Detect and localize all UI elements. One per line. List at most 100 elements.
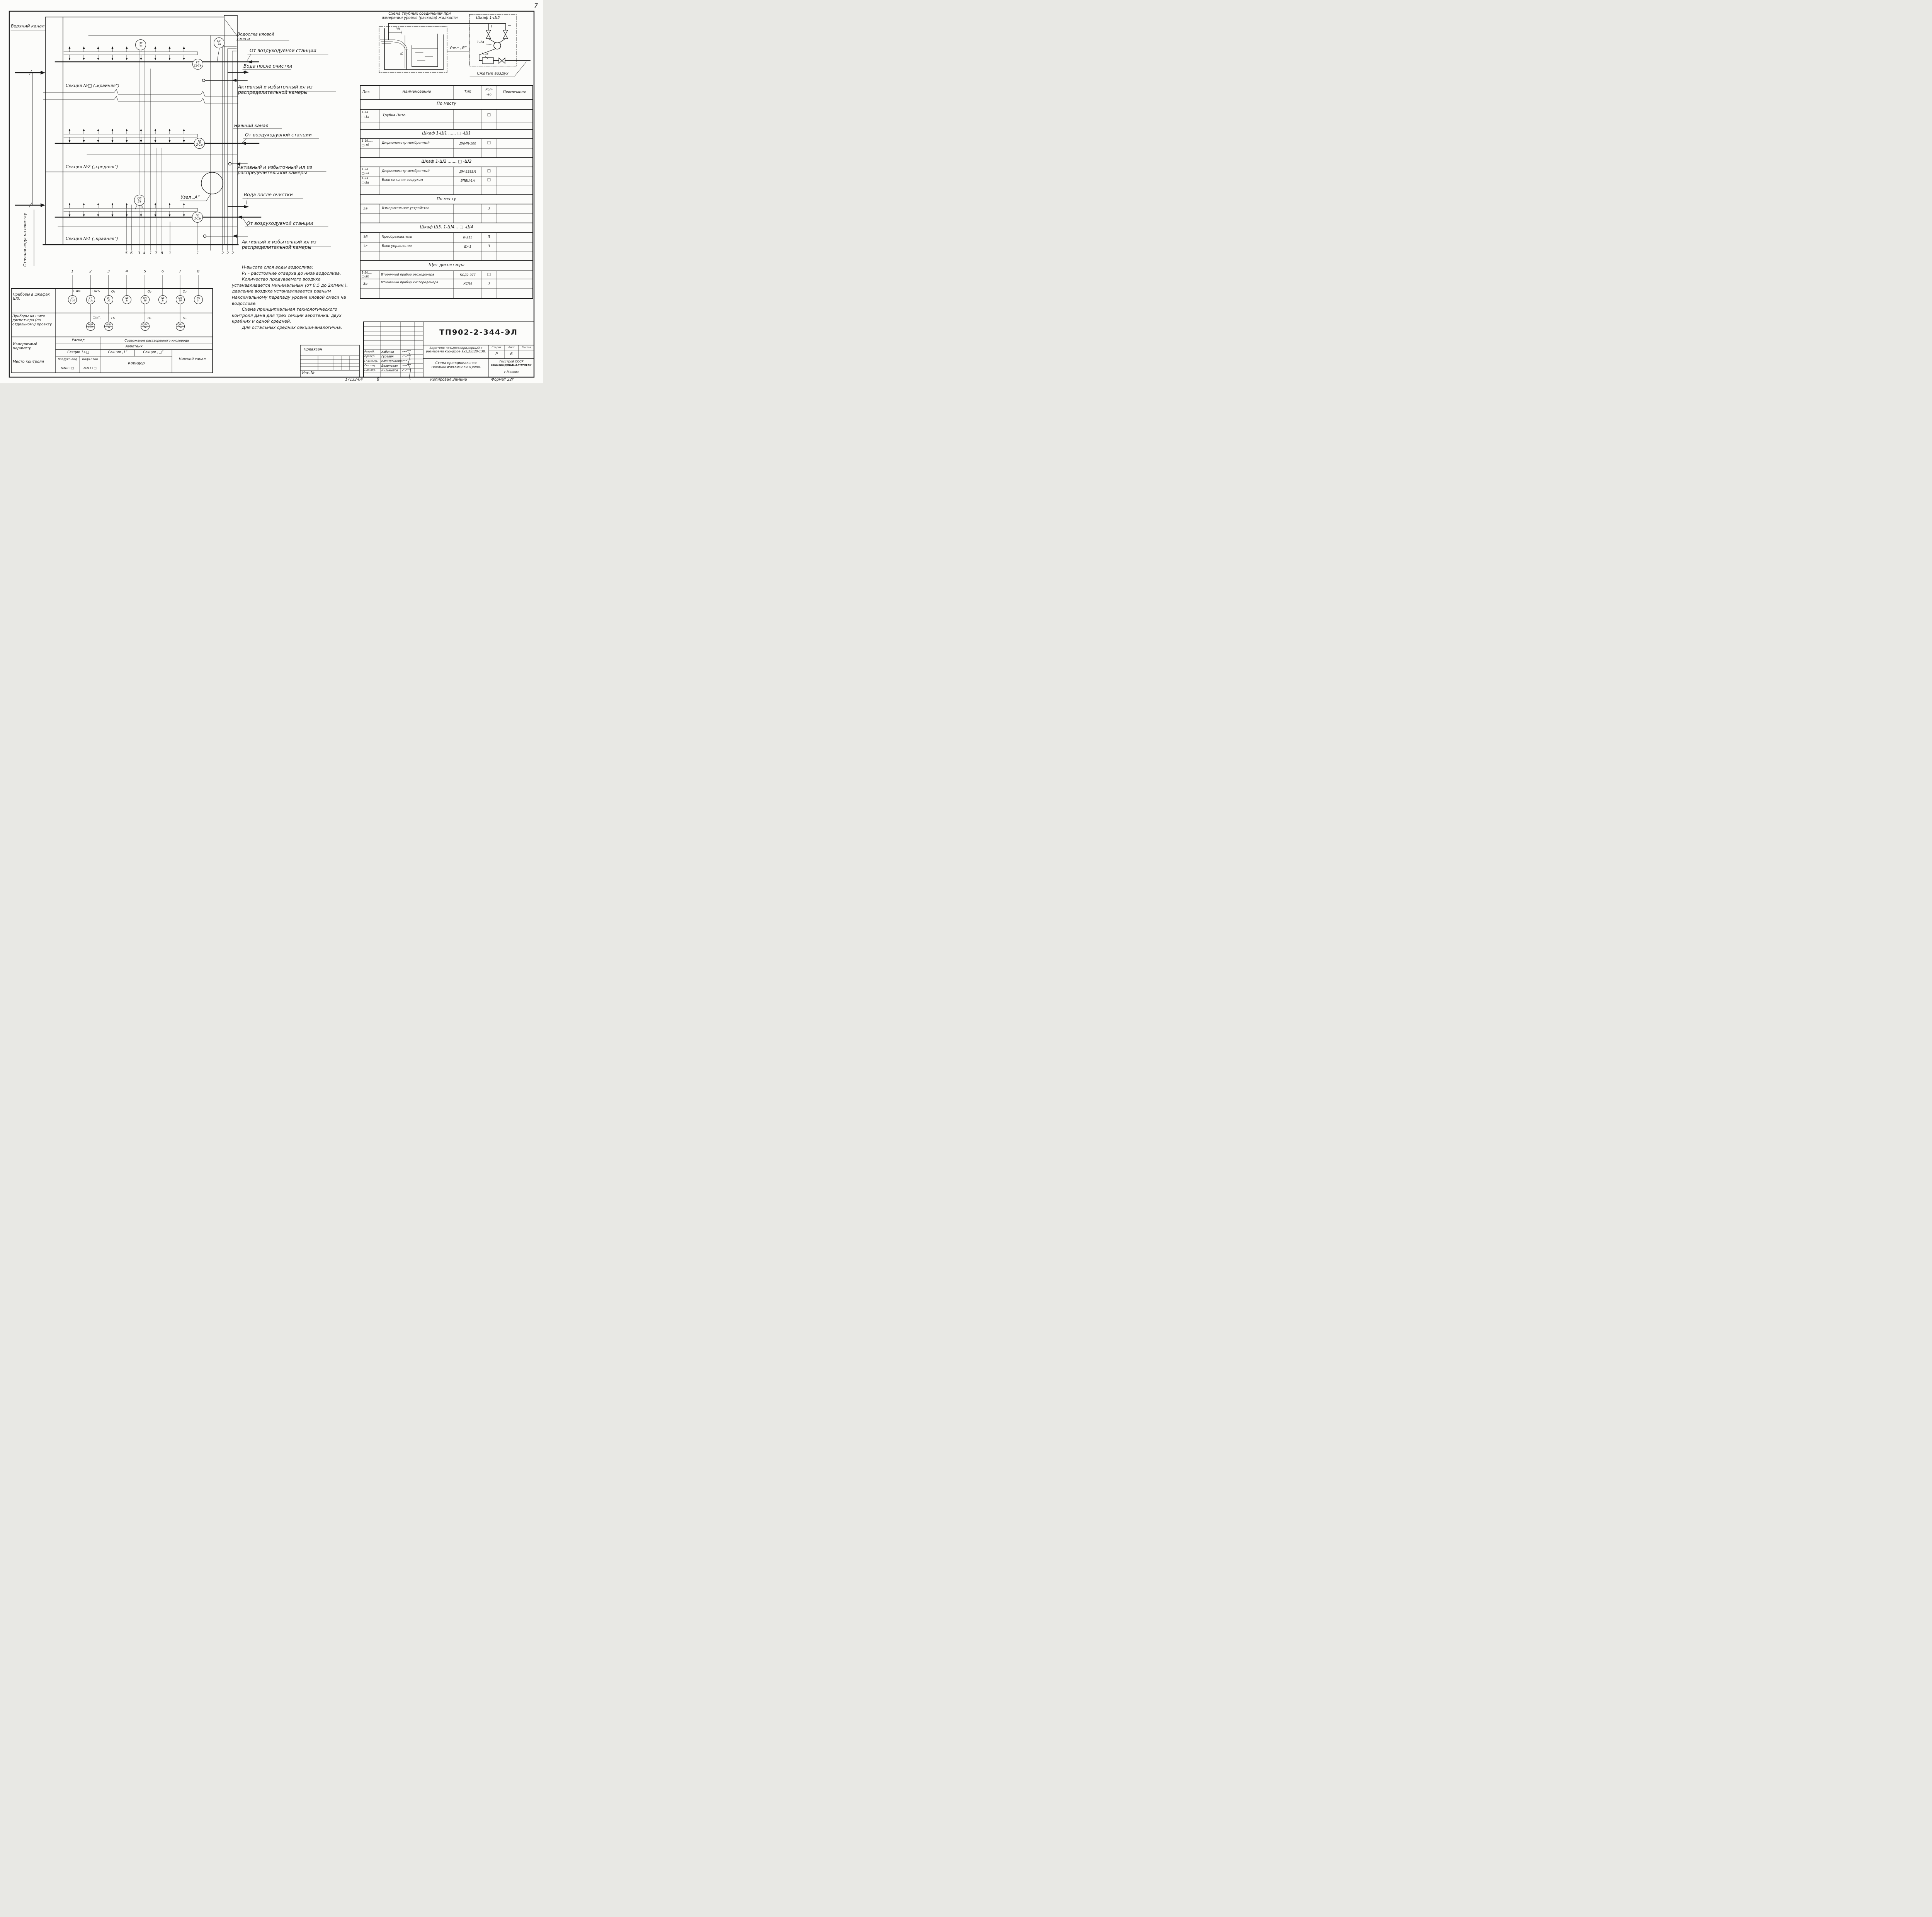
from-blower-bot-label: От воздуходувной станции: [247, 221, 313, 226]
parts-band-sh2: Шкаф 1-Ш2 ....... □ -Ш2: [421, 159, 472, 164]
sheet-subject: Схема принципиальная технологического ко…: [431, 361, 481, 369]
object-description: Аэротенк четырехкоридорный с размерами к…: [426, 346, 486, 354]
parts-name: Дифманометр мембранный: [382, 141, 430, 145]
parts-qty: □: [487, 169, 491, 173]
qty-box-label: □шт.: [92, 289, 100, 293]
sheet-value: 6: [510, 352, 513, 356]
parts-pos: 1-1а....: [362, 111, 372, 114]
parts-name: Блок питания воздухом: [382, 178, 423, 182]
section-mid-label: Секция №2 („средняя”): [66, 164, 118, 169]
sheets-header: Листов: [521, 346, 531, 349]
instrument-bubble-fe-top: FE□-1а: [192, 59, 203, 70]
aerotank-header: Аэротенк: [125, 345, 143, 349]
org-line-2: СОЮЗВОДОКАНАЛПРОЕКТ: [491, 364, 532, 367]
role-name: Беленькая: [381, 364, 398, 367]
upper-channel-label: Верхний канал: [11, 24, 45, 29]
flow-header: Расход: [72, 338, 85, 342]
signature-flourish: [408, 352, 411, 380]
intake-label: Сточная вода на очистку: [23, 213, 27, 267]
wire-number: 4: [143, 251, 146, 255]
signal-col-number: 8: [197, 269, 200, 274]
pos-1-2v-label: 1-2в: [481, 53, 488, 56]
role-label: Нач.отд.: [364, 369, 376, 372]
flow-lines: [202, 71, 249, 238]
label-underlines: [10, 19, 527, 266]
parts-header-name: Наименование: [402, 90, 431, 94]
sludge-bot-label: Активный и избыточный ил из распределите…: [242, 239, 316, 250]
wire-number: 2: [231, 251, 234, 255]
org-line-1: Госстрой СССР: [499, 360, 524, 363]
parts-pos: □-1б: [362, 143, 369, 147]
pipe-scheme-title: Схема трубных соединений при измерении у…: [381, 12, 458, 20]
wire-number: 8: [160, 251, 163, 255]
wire-number: 6: [130, 251, 133, 255]
signal-col-number: 4: [125, 269, 128, 274]
parts-band-sh3-sh4: Шкаф Ш3, 1-Ш4... □ -Ш4: [420, 225, 473, 230]
note-paragraph: Схема принципиальная технологического ко…: [232, 307, 342, 324]
section-top-label: Секция №□ („крайняя”): [66, 83, 120, 88]
parts-type: БУ-1: [464, 245, 471, 248]
spillway-nn-cell: №№1÷□: [83, 366, 97, 370]
corridor-cell: Коридор: [128, 361, 145, 366]
parts-type: КСД2-077: [460, 273, 476, 277]
drawing-sheet: 7 Верхний канал Сточная вода на очистку …: [0, 0, 543, 383]
stage-value: Р: [495, 352, 498, 356]
wire-number: 1: [149, 251, 152, 255]
role-name: Кильметов: [381, 369, 398, 372]
weir-label: Водослив иловой смеси: [237, 32, 274, 41]
air-duct-cell: Воздухо-вод: [58, 357, 77, 361]
signature-squiggle: [402, 355, 411, 357]
compressed-air-label: Сжатый воздух: [477, 71, 509, 76]
stage-header: Стадия: [492, 346, 502, 349]
footer-format: Формат 22г: [491, 378, 514, 382]
parts-qty: 3: [488, 206, 490, 211]
footer-number: 8: [377, 377, 379, 382]
role-name: Гуревич: [381, 355, 394, 358]
role-label: Провер.: [364, 355, 376, 358]
control-place-label: Место контроля: [13, 360, 44, 364]
parts-band-po-mestu: По месту: [437, 101, 456, 106]
parts-qty: 3: [488, 244, 490, 248]
attached-label: Привязан: [304, 347, 322, 352]
parts-type: ДНМП-100: [459, 142, 476, 145]
o2-label: О₂: [183, 316, 187, 320]
role-label: Разраб.: [364, 350, 375, 353]
signal-col-number: 1: [71, 269, 74, 274]
signature-squiggle: [402, 369, 411, 371]
parts-pos: 3г: [363, 245, 367, 248]
section-n-cell: Секция „□”: [143, 350, 163, 354]
qty-box-label: □шт.: [93, 316, 101, 319]
dim-3h-label: 3Н: [396, 27, 400, 31]
parts-name: Измерительное устройство: [382, 206, 430, 210]
role-label: Гл.инж.пр.: [364, 360, 378, 362]
schematic-lines: [9, 10, 535, 380]
parts-name: Дифманометр мембранный: [382, 169, 430, 173]
clean-water-top-label: Вода после очистки: [243, 63, 293, 69]
parts-pos: 3а: [363, 207, 368, 211]
cabinet-row-label: Приборы в шкафах Ш0.: [13, 293, 50, 301]
page-number: 7: [534, 2, 538, 9]
node-ya-label: Узел „Я”: [449, 46, 467, 50]
parts-type: КСП4: [463, 282, 472, 286]
from-blower-top-label: От воздуходувной станции: [250, 48, 316, 53]
oxygen-header: Содержание растворенного кислорода: [124, 339, 189, 342]
wire-number: 7: [155, 251, 158, 255]
parts-qty: 3: [488, 281, 490, 286]
note-paragraph: Н-высота слоя воды водослива;: [242, 265, 313, 270]
signature-squiggle: [402, 350, 411, 352]
parts-type: ДМ-3583М: [459, 170, 476, 173]
pipe-scheme-drawing: [379, 14, 531, 73]
parts-type: К-215: [463, 236, 473, 239]
